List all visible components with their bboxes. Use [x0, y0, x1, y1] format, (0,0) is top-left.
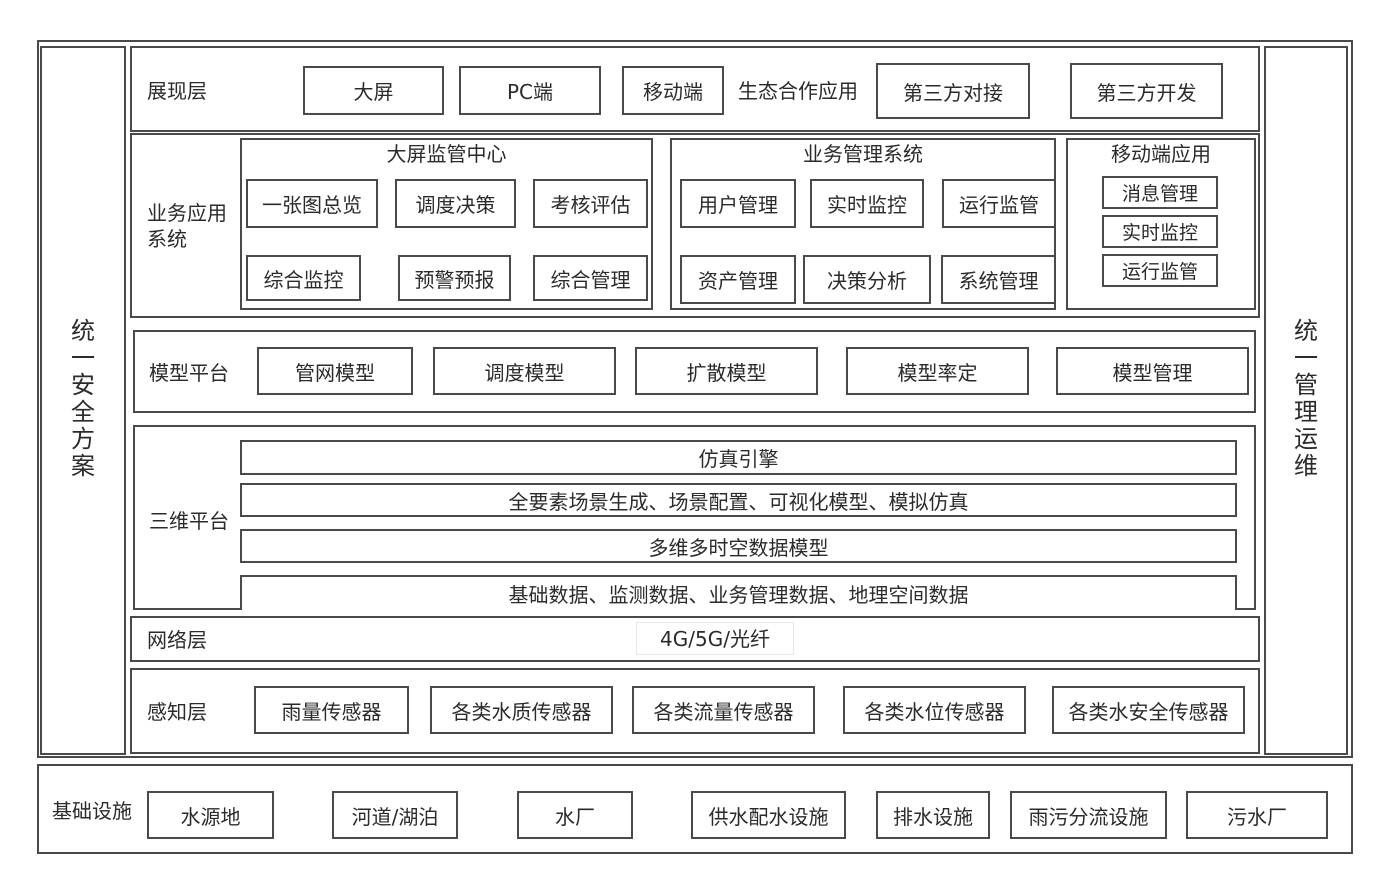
- third-party-development-box: 第三方开发: [1070, 63, 1223, 119]
- mobile-app-title: 移动端应用: [1111, 142, 1211, 166]
- decision-analysis-box: 决策分析: [803, 255, 931, 304]
- infrastructure-label: 基础设施: [52, 799, 132, 823]
- sensing-layer-label: 感知层: [147, 700, 207, 724]
- third-party-integration-box: 第三方对接: [876, 63, 1030, 119]
- model-calibration-box: 模型率定: [846, 347, 1029, 395]
- mobile-client-box: 移动端: [622, 66, 724, 115]
- left-pillar-label: 统一安全方案: [71, 317, 95, 480]
- simulation-engine-row: 仿真引擎: [240, 440, 1237, 475]
- early-warning-box: 预警预报: [398, 255, 511, 301]
- dispatch-decision-box: 调度决策: [395, 179, 516, 228]
- scene-generation-row: 全要素场景生成、场景配置、可视化模型、模拟仿真: [240, 483, 1237, 517]
- pipe-network-model-box: 管网模型: [257, 347, 413, 395]
- rainfall-sensor-box: 雨量传感器: [254, 686, 409, 734]
- water-supply-distribution-box: 供水配水设施: [691, 791, 846, 839]
- drainage-facility-box: 排水设施: [876, 791, 990, 839]
- water-source-box: 水源地: [147, 791, 274, 839]
- business-management-title: 业务管理系统: [803, 142, 923, 166]
- left-pillar-frame: [40, 46, 126, 755]
- operation-supervision-box: 运行监管: [942, 179, 1056, 228]
- business-layer-label: 业务应用系统: [147, 201, 227, 251]
- multidimensional-data-model-row: 多维多时空数据模型: [240, 529, 1237, 563]
- flow-sensor-box: 各类流量传感器: [632, 686, 815, 734]
- eco-cooperation-label: 生态合作应用: [738, 79, 858, 103]
- diffusion-model-box: 扩散模型: [635, 347, 818, 395]
- big-screen-center-title: 大屏监管中心: [386, 142, 507, 166]
- water-safety-sensor-box: 各类水安全传感器: [1052, 686, 1245, 734]
- message-management-box: 消息管理: [1102, 176, 1218, 209]
- assessment-box: 考核评估: [533, 179, 648, 228]
- model-platform-label: 模型平台: [149, 361, 229, 385]
- realtime-monitoring-box: 实时监控: [810, 179, 924, 228]
- model-management-box: 模型管理: [1056, 347, 1249, 395]
- water-quality-sensor-box: 各类水质传感器: [430, 686, 613, 734]
- network-layer-label: 网络层: [147, 628, 207, 652]
- overview-map-box: 一张图总览: [246, 179, 378, 228]
- mobile-realtime-monitoring-box: 实时监控: [1102, 215, 1218, 248]
- pc-client-box: PC端: [459, 66, 601, 115]
- big-screen-box: 大屏: [303, 66, 444, 115]
- system-management-box: 系统管理: [941, 255, 1056, 304]
- integrated-management-box: 综合管理: [533, 255, 648, 301]
- water-level-sensor-box: 各类水位传感器: [843, 686, 1026, 734]
- asset-management-box: 资产管理: [680, 255, 796, 304]
- base-data-row: 基础数据、监测数据、业务管理数据、地理空间数据: [240, 575, 1237, 610]
- user-management-box: 用户管理: [680, 179, 796, 228]
- network-value: 4G/5G/光纤: [660, 627, 770, 651]
- dispatch-model-box: 调度模型: [433, 347, 616, 395]
- 3d-platform-label: 三维平台: [149, 509, 229, 533]
- river-lake-box: 河道/湖泊: [332, 791, 458, 839]
- sewage-plant-box: 污水厂: [1186, 791, 1328, 839]
- water-plant-box: 水厂: [517, 791, 633, 839]
- right-pillar-label: 统一管理运维: [1294, 317, 1318, 480]
- presentation-layer-label: 展现层: [147, 79, 207, 103]
- network-value-box: [636, 622, 794, 655]
- mobile-operation-supervision-box: 运行监管: [1102, 254, 1218, 287]
- integrated-monitoring-box: 综合监控: [246, 255, 361, 301]
- right-pillar-frame: [1264, 46, 1348, 755]
- rain-sewage-separation-box: 雨污分流设施: [1010, 791, 1167, 839]
